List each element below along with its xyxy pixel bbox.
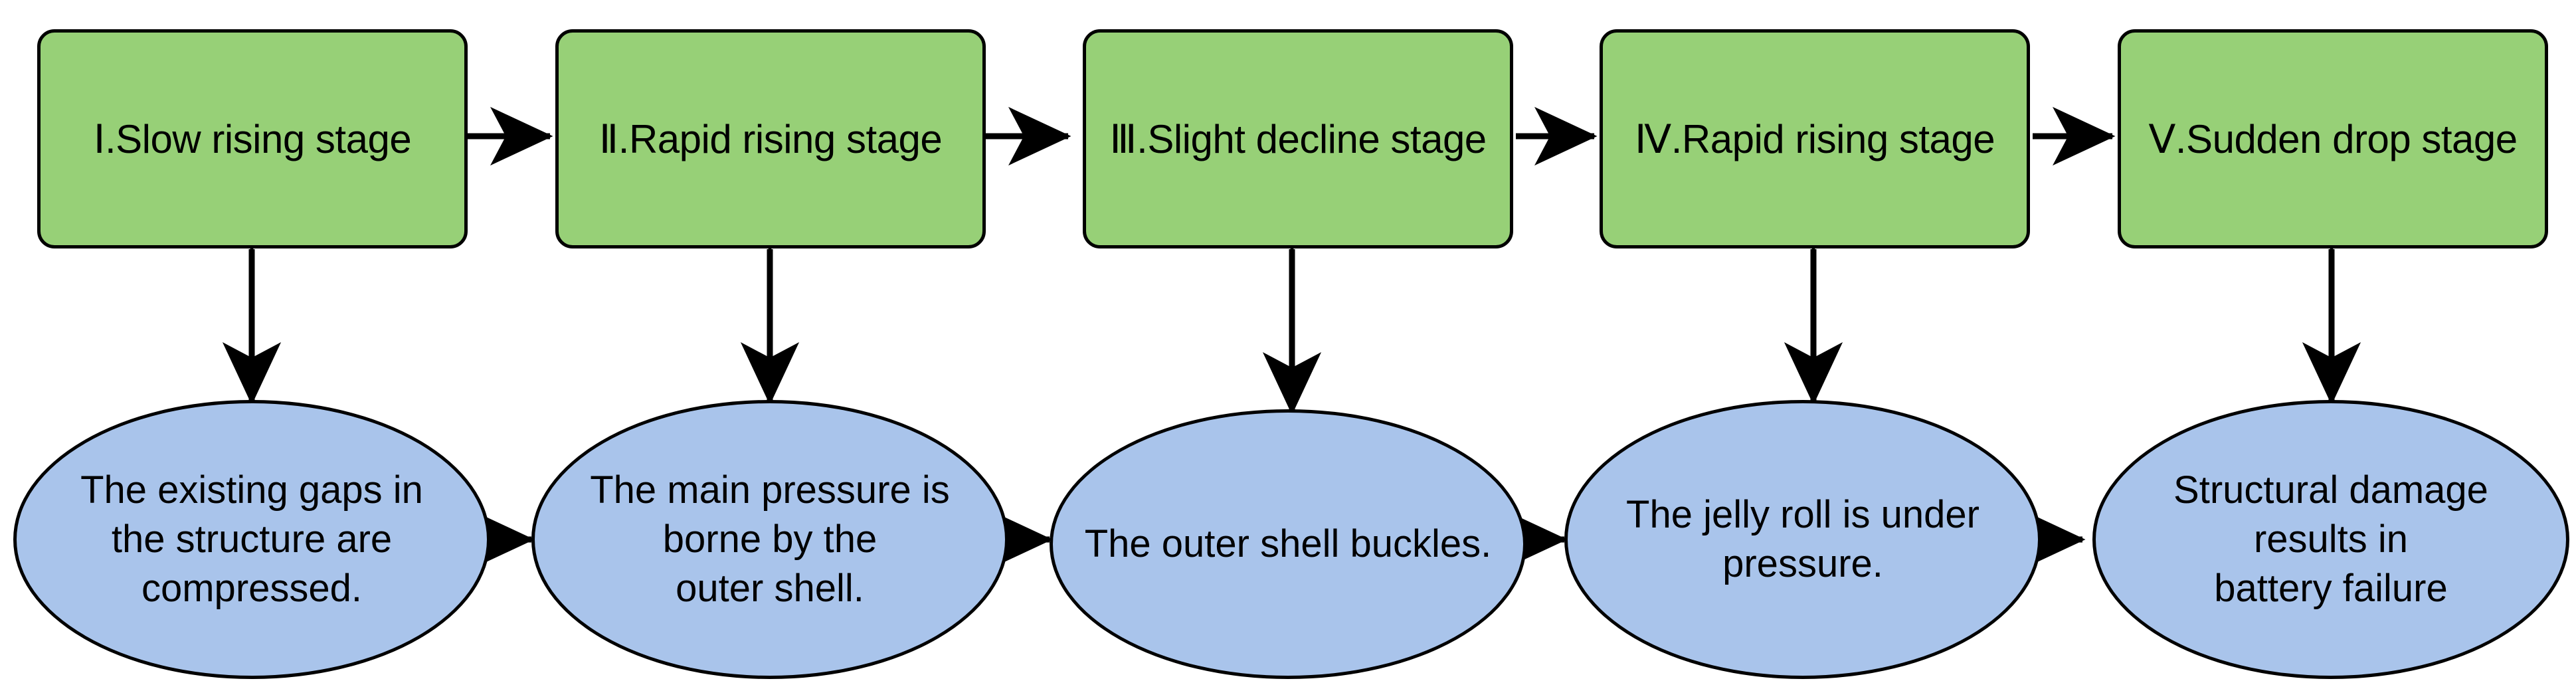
effect-ellipse-3-label: The outer shell buckles. [1079, 520, 1497, 569]
effect-1-line-1: The existing gaps in [80, 468, 423, 512]
effect-4-line-1: The jelly roll is under [1626, 492, 1979, 536]
stage-box-1-label: Ⅰ.Slow rising stage [93, 116, 412, 161]
effect-ellipse-1[interactable]: The existing gaps in the structure are c… [13, 400, 490, 679]
effect-1-line-2: the structure are [111, 517, 393, 561]
effect-1-line-3: compressed. [141, 567, 363, 611]
stage-box-4[interactable]: Ⅳ.Rapid rising stage [1600, 29, 2030, 248]
stage-box-3[interactable]: Ⅲ.Slight decline stage [1083, 29, 1513, 248]
effect-ellipse-5[interactable]: Structural damage results in battery fai… [2092, 400, 2569, 679]
stage-box-2[interactable]: Ⅱ.Rapid rising stage [555, 29, 986, 248]
stage-box-5-label: Ⅴ.Sudden drop stage [2148, 116, 2518, 161]
effect-5-line-1: Structural damage [2173, 468, 2488, 512]
effect-ellipse-1-label: The existing gaps in the structure are c… [43, 466, 460, 614]
effect-ellipse-5-label: Structural damage results in battery fai… [2122, 466, 2539, 614]
effect-5-line-2: results in [2253, 517, 2409, 561]
stage-box-2-label: Ⅱ.Rapid rising stage [598, 116, 943, 161]
effect-ellipse-3[interactable]: The outer shell buckles. [1050, 409, 1526, 679]
effect-3-line-1: The outer shell buckles. [1084, 522, 1492, 565]
effect-2-line-1: The main pressure is [590, 468, 950, 512]
effect-ellipse-4[interactable]: The jelly roll is under pressure. [1564, 400, 2041, 679]
stage-box-3-label: Ⅲ.Slight decline stage [1109, 116, 1487, 161]
stage-box-5[interactable]: Ⅴ.Sudden drop stage [2118, 29, 2548, 248]
effect-5-line-3: battery failure [2214, 567, 2448, 611]
effect-ellipse-2-label: The main pressure is borne by the outer … [561, 466, 978, 614]
effect-2-line-2: borne by the [662, 517, 877, 561]
effect-ellipse-4-label: The jelly roll is under pressure. [1594, 490, 2011, 589]
effect-ellipse-2[interactable]: The main pressure is borne by the outer … [531, 400, 1008, 679]
effect-4-line-2: pressure. [1722, 542, 1883, 585]
stage-box-1[interactable]: Ⅰ.Slow rising stage [37, 29, 468, 248]
stage-effect-connectors [222, 189, 2361, 415]
stage-box-4-label: Ⅳ.Rapid rising stage [1634, 116, 1995, 161]
effect-2-line-3: outer shell. [676, 567, 864, 611]
